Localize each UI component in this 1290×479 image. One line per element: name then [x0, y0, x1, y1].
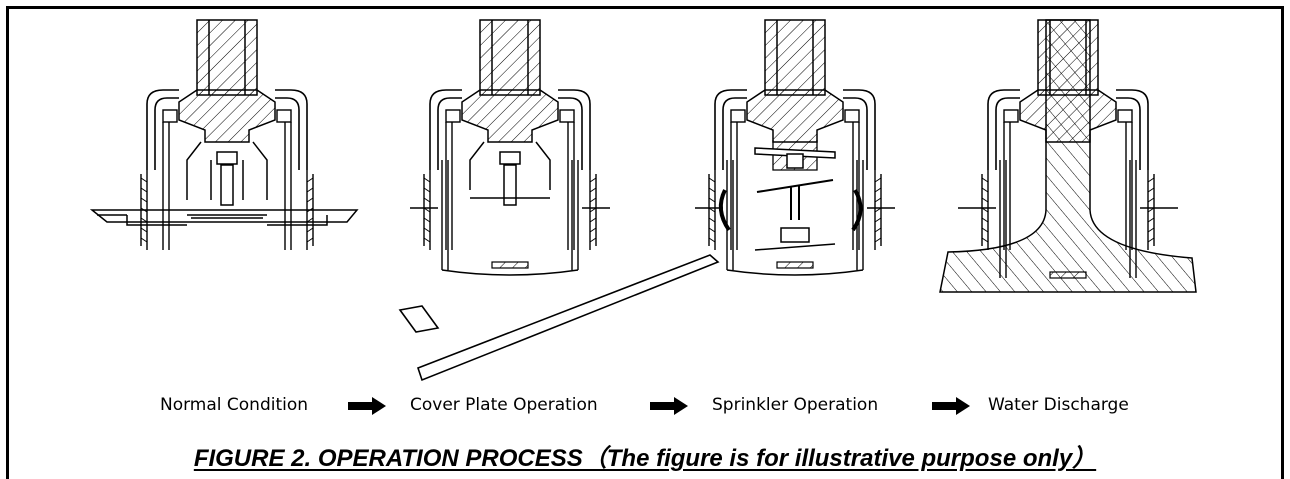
frame-border-right: [1281, 6, 1284, 479]
frame-border-top: [6, 6, 1284, 9]
stage-normal-condition-drawing: [89, 19, 359, 251]
arrow-right-icon: [650, 397, 688, 415]
arrow-right-icon: [932, 397, 970, 415]
stage-cover-plate-operation-drawing: [398, 19, 720, 382]
step-label-sprinkler-operation: Sprinkler Operation: [712, 395, 879, 415]
figure-caption: FIGURE 2. OPERATION PROCESS（The figure i…: [193, 445, 1097, 472]
arrow-right-icon: [348, 397, 386, 415]
stage-water-discharge-drawing: [939, 19, 1197, 293]
stage-sprinkler-operation-drawing: [695, 19, 895, 276]
step-label-cover-plate-operation: Cover Plate Operation: [410, 395, 598, 415]
step-label-water-discharge: Water Discharge: [988, 395, 1129, 415]
step-label-normal-condition: Normal Condition: [160, 395, 309, 415]
frame-border-left: [6, 6, 9, 479]
